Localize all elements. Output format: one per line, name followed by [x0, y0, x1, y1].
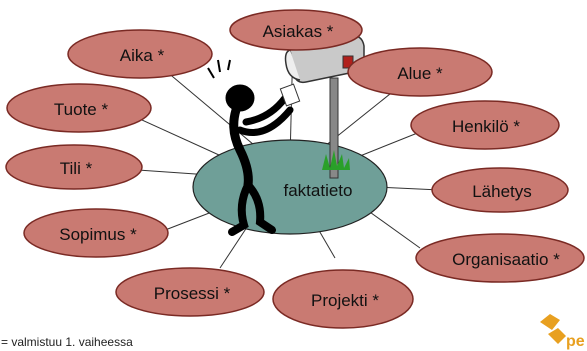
- node-label: Projekti *: [311, 291, 379, 310]
- node-organisaatio: Organisaatio *: [415, 233, 585, 283]
- node-ellipse: [23, 208, 169, 258]
- node-prosessi: Prosessi *: [115, 267, 265, 317]
- node-tili: Tili *: [5, 144, 143, 190]
- node-label: Tuote *: [54, 100, 109, 119]
- node-ellipse: [229, 9, 363, 51]
- node-label: Prosessi *: [154, 284, 231, 303]
- node-label: Asiakas *: [263, 22, 334, 41]
- logo-text: pe: [566, 333, 585, 350]
- footnote: = valmistuu 1. vaiheessa: [1, 335, 133, 349]
- node-ellipse: [347, 47, 493, 97]
- node-tuote: Tuote *: [6, 83, 152, 133]
- node-ellipse: [431, 167, 569, 213]
- node-ellipse: [67, 29, 213, 79]
- node-ellipse: [5, 144, 143, 190]
- node-asiakas: Asiakas *: [229, 9, 363, 51]
- spoke-aika: [159, 65, 261, 151]
- node-label: Organisaatio *: [452, 250, 560, 269]
- node-projekti: Projekti *: [272, 269, 414, 329]
- node-label: Lähetys: [472, 182, 532, 201]
- logo-mark: [540, 314, 566, 344]
- node-label: Tili *: [60, 159, 93, 178]
- node-ellipse: [6, 83, 152, 133]
- node-ellipse: [115, 267, 265, 317]
- node-label: Alue *: [397, 64, 443, 83]
- node-aika: Aika *: [67, 29, 213, 79]
- node-alue: Alue *: [347, 47, 493, 97]
- node-ellipse: [410, 100, 560, 150]
- node-ellipse: [272, 269, 414, 329]
- center-label: faktatieto: [284, 181, 353, 200]
- node-henkilo: Henkilö *: [410, 100, 560, 150]
- node-ellipse: [415, 233, 585, 283]
- node-label: Sopimus *: [59, 225, 137, 244]
- stick-figure-illustration: [207, 59, 301, 236]
- node-label: Henkilö *: [452, 117, 520, 136]
- node-sopimus: Sopimus *: [23, 208, 169, 258]
- node-lahetys: Lähetys: [431, 167, 569, 213]
- logo: pe: [540, 314, 585, 350]
- node-label: Aika *: [120, 46, 165, 65]
